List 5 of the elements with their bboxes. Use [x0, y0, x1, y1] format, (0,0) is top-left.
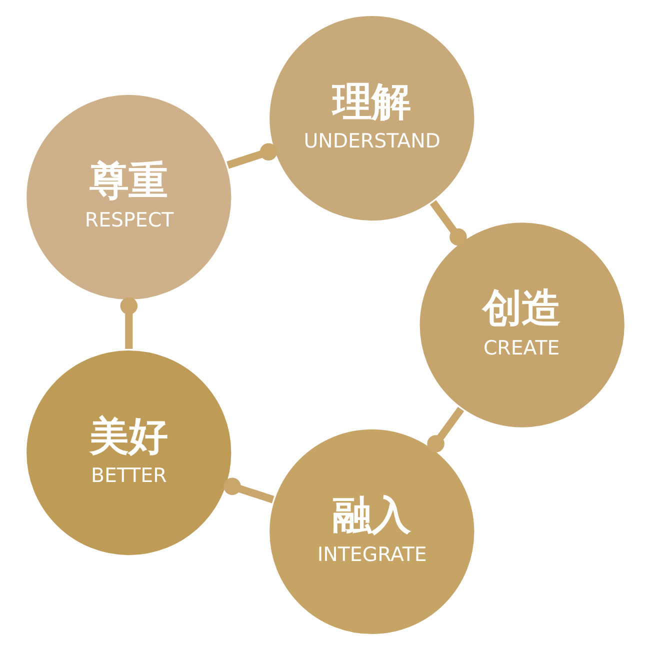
- connector: [226, 143, 277, 169]
- connector: [426, 406, 464, 452]
- connector: [429, 200, 466, 246]
- connector: [223, 478, 274, 504]
- connector: [120, 297, 138, 349]
